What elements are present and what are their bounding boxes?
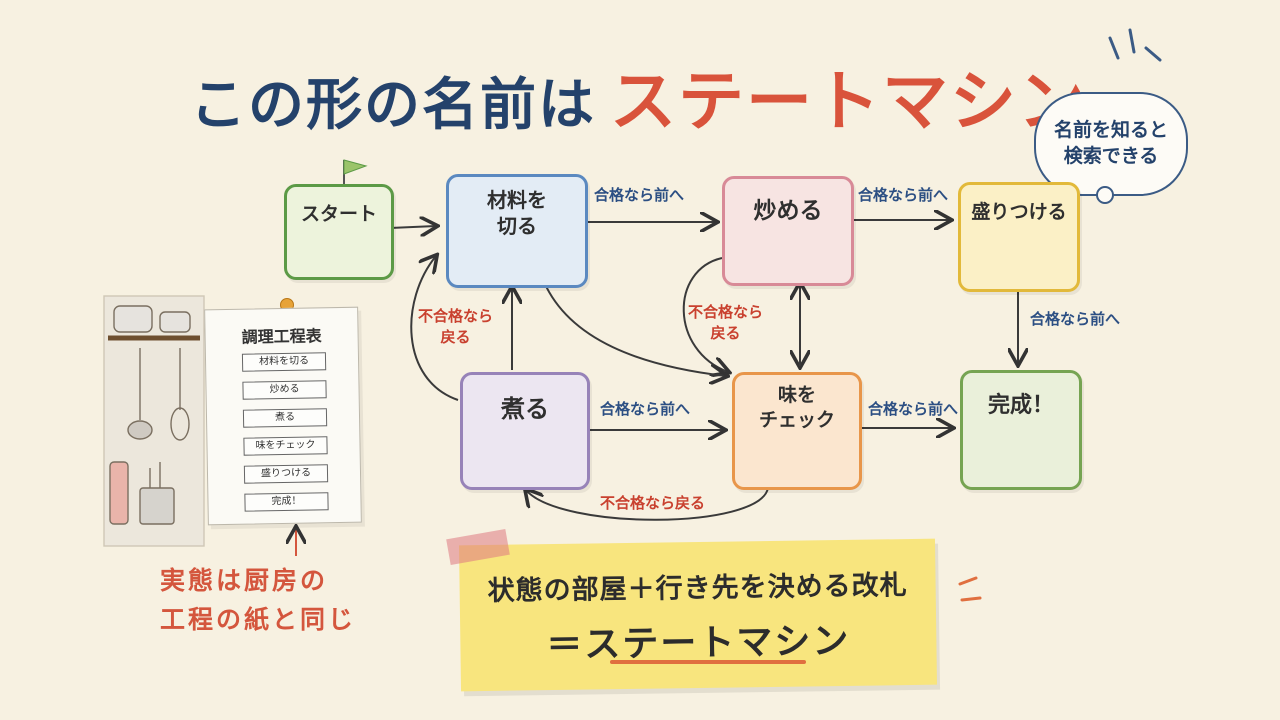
arrow-cut-to-taste-curve (543, 281, 726, 376)
state-start-label: スタート (300, 203, 377, 225)
state-done-label: 完成！ (987, 393, 1054, 418)
paper-step: 煮る (242, 408, 328, 428)
bubble-line-2: 検索できる (1063, 145, 1159, 167)
arrow-fry-back-curve (682, 257, 728, 372)
edge-label-taste-to-done: 合格なら前へ (868, 400, 959, 418)
kitchen-sketch (103, 295, 205, 547)
state-taste-line-2: チェック (758, 408, 835, 431)
reality-caption: 実態は厨房の 工程の紙と同じ (160, 562, 400, 640)
summary-sticky-note: 状態の部屋＋行き先を決める改札 ＝ステートマシン (459, 538, 937, 692)
title-part-2: ステートマシン (610, 63, 1086, 140)
reality-line-2: 工程の紙と同じ (160, 604, 357, 634)
orange-marks (958, 576, 982, 602)
state-serve: 盛りつける (958, 182, 1080, 292)
state-cut-line-1: 材料を (487, 188, 547, 212)
note-underline (610, 660, 806, 664)
state-boil-label: 煮る (501, 395, 549, 423)
bubble-tail (1096, 186, 1114, 204)
edge-label-fry-back-line-2: 戻る (710, 324, 741, 342)
state-taste: 味を チェック (732, 372, 862, 490)
edge-label-boil-back-line-1: 不合格なら (418, 307, 494, 325)
speech-bubble: 名前を知ると 検索できる (1034, 92, 1188, 196)
paper-step: 盛りつける (243, 464, 329, 484)
note-line-1: 状態の部屋＋行き先を決める改札 (487, 570, 908, 607)
state-boil: 煮る (460, 372, 590, 490)
arrow-boil-back-curve (410, 256, 459, 401)
paper-step: 味をチェック (243, 436, 328, 456)
reality-line-1: 実態は厨房の (160, 566, 329, 595)
state-cut-label: 材料を 切る (449, 187, 585, 239)
edge-label-boil-to-taste: 合格なら前へ (600, 400, 691, 418)
state-fry: 炒める (722, 176, 854, 286)
arrow-taste-back-curve (526, 488, 769, 521)
edge-label-cut-to-fry: 合格なら前へ (594, 186, 685, 204)
edge-label-boil-back: 不合格なら 戻る (418, 306, 493, 348)
page-title: この形の名前はステートマシン (190, 48, 1086, 140)
state-taste-line-1: 味を (777, 384, 816, 406)
arrow-start-to-cut (389, 226, 436, 228)
edge-label-fry-back-line-1: 不合格なら (688, 303, 764, 321)
edge-label-boil-back-line-2: 戻る (440, 328, 471, 346)
kitchen-process-paper: 調理工程表 材料を切る 炒める 煮る 味をチェック 盛りつける 完成！ (204, 306, 362, 526)
state-start: スタート (284, 184, 394, 280)
state-cut-line-2: 切る (497, 214, 537, 238)
bubble-line-1: 名前を知ると (1053, 119, 1168, 142)
title-part-1: この形の名前は (190, 73, 596, 138)
edge-label-serve-to-done: 合格なら前へ (1030, 310, 1121, 328)
state-done: 完成！ (960, 370, 1082, 490)
state-cut: 材料を 切る (446, 174, 588, 288)
paper-title: 調理工程表 (241, 326, 322, 347)
state-fry-label: 炒める (753, 198, 823, 224)
paper-step: 材料を切る (241, 352, 327, 372)
edge-label-taste-back: 不合格なら戻る (600, 494, 706, 512)
sparkle-marks (1108, 28, 1162, 62)
edge-label-fry-to-serve: 合格なら前へ (858, 186, 949, 204)
edge-label-fry-back: 不合格なら 戻る (688, 302, 763, 344)
paper-step: 炒める (242, 380, 327, 400)
state-serve-label: 盛りつける (971, 201, 1067, 223)
state-taste-label: 味を チェック (735, 383, 859, 432)
paper-step: 完成！ (244, 492, 329, 512)
